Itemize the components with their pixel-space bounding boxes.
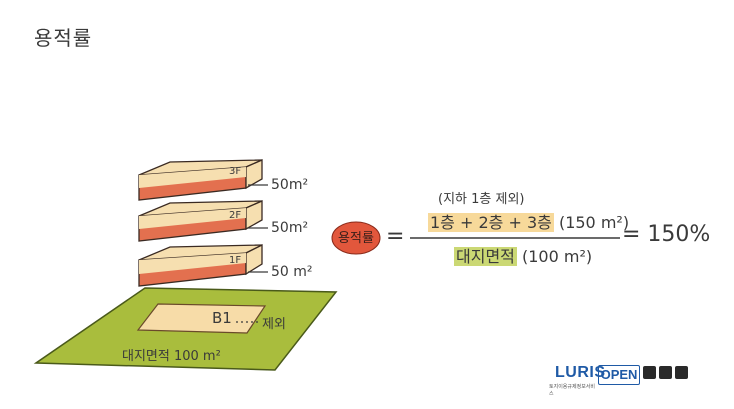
equals-sign: = [386,224,405,249]
formula-numerator: 1층 + 2층 + 3층 (150 m²) [428,209,629,233]
basement-note: 제외 [262,317,286,332]
far-badge-label: 용적률 [338,231,374,246]
denominator-site: 대지면적 [454,247,517,266]
fraction-bar [410,237,620,239]
floor-2f-slab [138,200,263,242]
floor-area-1f: 50 m² [271,264,313,280]
basement-footprint [136,303,267,334]
denominator-value: (100 m²) [521,247,593,266]
basement-label: B1 [212,309,232,327]
formula-note: (지하 1층 제외) [438,192,525,207]
floor-3f-slab [138,159,263,201]
license-nc-icon [659,366,672,379]
floor-label-1f: 1F [229,255,242,266]
license-by-icon [643,366,656,379]
floor-area-3f: 50m² [271,177,309,193]
site-area-label: 대지면적 100 m² [122,349,221,364]
numerator-floors: 1층 + 2층 + 3층 [428,213,554,232]
luris-subtitle: 토지이용규제정보서비스 [549,384,596,397]
formula-denominator: 대지면적 (100 m²) [454,243,592,267]
numerator-value: (150 m²) [558,213,630,232]
floor-label-3f: 3F [229,166,242,177]
floor-area-2f: 50m² [271,220,309,236]
page-title: 용적률 [34,26,93,50]
floor-1f-slab [138,243,263,287]
far-badge [331,221,381,255]
open-license-logo: OPEN [598,365,640,385]
license-nd-icon [675,366,688,379]
floor-label-2f: 2F [229,210,242,221]
formula-result: = 150% [622,222,711,247]
luris-logo: LURIS [555,364,606,381]
